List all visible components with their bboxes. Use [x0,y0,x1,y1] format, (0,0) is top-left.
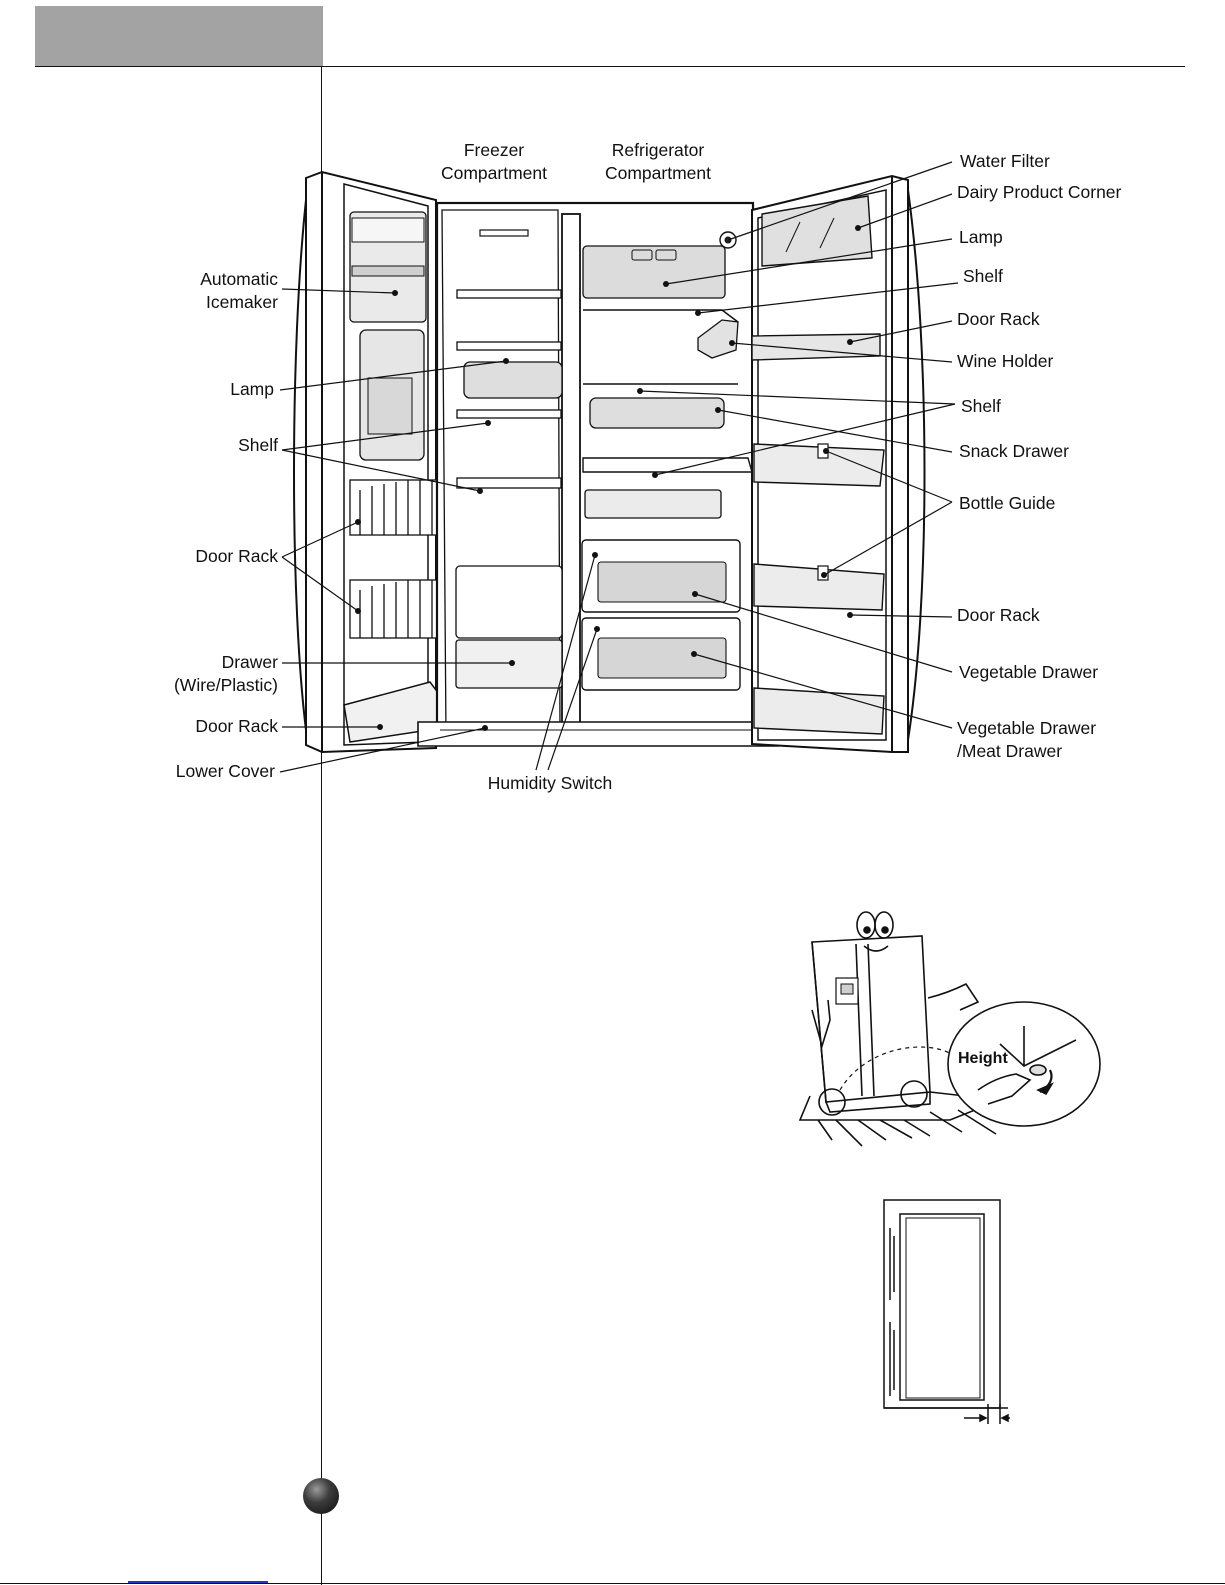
height-adjust-illustration [798,911,1101,1147]
label-drawer: Drawer (Wire/Plastic) [130,651,278,697]
label-lower-cover: Lower Cover [175,761,275,781]
label-automatic-line2: Icemaker [206,292,278,312]
label-shelf-left: Shelf [238,435,278,455]
label-bottle-guide: Bottle Guide [959,493,1056,513]
label-automatic-line1: Automatic [200,269,278,289]
label-door-rack-left-upper: Door Rack [195,546,278,566]
label-lamp-left: Lamp [230,379,274,399]
label-shelf-right-upper: Shelf [963,266,1003,286]
label-lamp-right: Lamp [959,227,1003,247]
label-water-filter: Water Filter [960,151,1050,171]
label-vegetable-drawer: Vegetable Drawer [959,662,1099,682]
label-refrigerator-line2: Compartment [604,163,711,183]
side-view-diagram [883,1199,1010,1424]
label-refrigerator-compartment: Refrigerator Compartment [596,139,720,185]
height-label: Height [958,1050,1008,1067]
label-door-rack-right-upper: Door Rack [957,309,1040,329]
label-refrigerator-line1: Refrigerator [611,140,705,160]
label-vegetable-meat-drawer: Vegetable Drawer /Meat Drawer [957,717,1096,763]
footer-link-underline[interactable] [128,1581,268,1583]
label-door-rack-right-lower: Door Rack [957,605,1040,625]
page-number-bullet [303,1478,339,1514]
header-rule [35,66,1185,67]
label-freezer-line1: Freezer [463,140,525,160]
label-automatic-icemaker: Automatic Icemaker [150,268,278,314]
label-wine-holder: Wine Holder [957,351,1054,371]
label-freezer-compartment: Freezer Compartment [436,139,552,185]
label-humidity-switch: Humidity Switch [487,773,613,793]
label-drawer-line1: Drawer [221,652,278,672]
label-snack-drawer: Snack Drawer [959,441,1069,461]
label-vegetable-meat-line2: /Meat Drawer [957,741,1063,761]
label-dairy-product-corner: Dairy Product Corner [957,182,1122,202]
label-freezer-line2: Compartment [440,163,547,183]
label-vegetable-meat-line1: Vegetable Drawer [957,718,1097,738]
label-door-rack-left-lower: Door Rack [195,716,278,736]
label-drawer-line2: (Wire/Plastic) [173,675,278,695]
label-shelf-right-middle: Shelf [961,396,1001,416]
footer-rule [0,1583,1225,1584]
margin-rule [321,66,322,1585]
header-block [35,6,323,66]
